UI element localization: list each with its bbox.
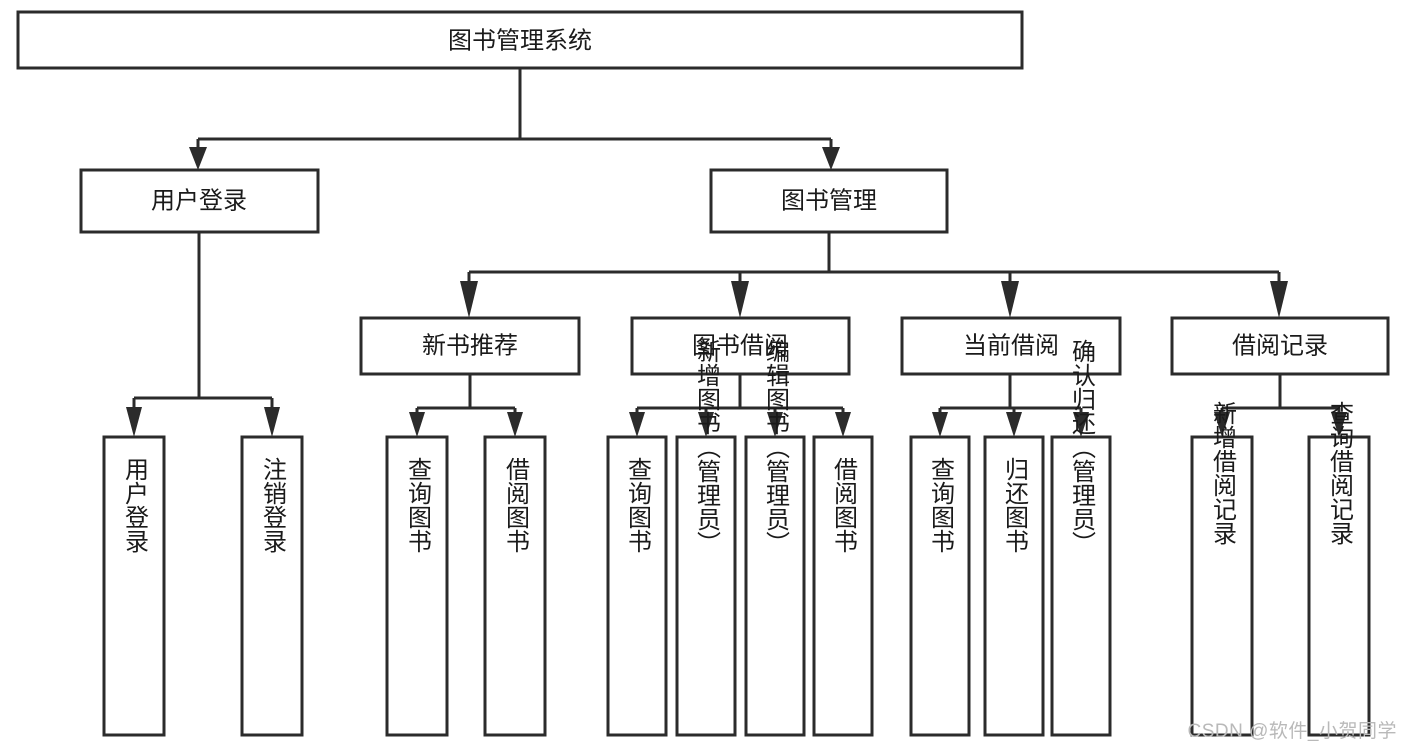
leaf-borrow-book-bb-box[interactable]	[812, 435, 874, 737]
leaf-query-book-bb[interactable]: 查询图书	[606, 435, 668, 737]
node-book-manage[interactable]: 图书管理	[709, 168, 949, 234]
leaf-logout-label: 注销登录	[259, 457, 287, 553]
leaf-query-book-cb-label: 查询图书	[927, 457, 955, 553]
node-borrow-record[interactable]: 借阅记录	[1170, 316, 1390, 376]
leaf-edit-book-box[interactable]	[744, 435, 806, 737]
leaf-query-book-cb[interactable]: 查询图书	[909, 435, 971, 737]
leaf-confirm-return[interactable]: 确认归还（管理员）	[1050, 339, 1112, 737]
leaf-borrow-book-rec-label: 借阅图书	[502, 457, 530, 553]
arrow-nbr-to-leaf2	[507, 412, 523, 437]
node-book-borrow[interactable]: 图书借阅	[630, 316, 851, 376]
leaf-user-login-label: 用户登录	[121, 457, 149, 553]
node-book-borrow-box[interactable]	[630, 316, 851, 376]
arrow-br-to-leaf1	[1214, 412, 1230, 437]
node-user-login-box[interactable]	[79, 168, 320, 234]
arrow-bb-to-leaf3	[767, 412, 783, 437]
leaf-query-book-bb-label: 查询图书	[624, 457, 652, 553]
node-current-borrow-label: 当前借阅	[963, 332, 1059, 359]
arrow-root-to-book-manage	[822, 147, 840, 170]
node-borrow-record-box[interactable]	[1170, 316, 1390, 376]
arrow-nbr-to-leaf1	[409, 412, 425, 437]
leaf-query-record-label: 查询借阅记录	[1326, 401, 1354, 545]
node-current-borrow[interactable]: 当前借阅	[900, 316, 1122, 376]
leaf-edit-book-label: 编辑图书（管理员）	[762, 339, 790, 555]
arrow-bb-to-leaf2	[698, 412, 714, 437]
leaf-query-book-bb-box[interactable]	[606, 435, 668, 737]
leaf-return-book-label: 归还图书	[1001, 457, 1029, 553]
arrow-bm-to-bookborrow	[731, 281, 749, 318]
leaf-add-book[interactable]: 新增图书（管理员）	[675, 339, 737, 737]
leaf-confirm-return-box[interactable]	[1050, 435, 1112, 737]
arrow-ul-to-leaf2	[264, 407, 280, 437]
node-book-manage-box[interactable]	[709, 168, 949, 234]
leaf-user-login-box[interactable]	[102, 435, 166, 737]
leaf-query-record-box[interactable]	[1307, 435, 1371, 737]
arrow-bm-to-borrowrecord	[1270, 281, 1288, 318]
arrow-bm-to-currentborrow	[1001, 281, 1019, 318]
leaf-borrow-book-rec[interactable]: 借阅图书	[483, 435, 547, 737]
arrow-bb-to-leaf4	[835, 412, 851, 437]
leaf-add-record-box[interactable]	[1190, 435, 1254, 737]
leaf-query-record[interactable]: 查询借阅记录	[1307, 401, 1371, 737]
leaf-logout-box[interactable]	[240, 435, 304, 737]
leaf-confirm-return-label: 确认归还（管理员）	[1068, 339, 1096, 555]
leaf-query-book-rec-box[interactable]	[385, 435, 449, 737]
leaf-query-book-rec[interactable]: 查询图书	[385, 435, 449, 737]
leaf-add-record-label: 新增借阅记录	[1209, 401, 1237, 545]
node-new-book-rec-label: 新书推荐	[422, 332, 518, 359]
leaf-add-book-label: 新增图书（管理员）	[693, 339, 721, 555]
node-user-login[interactable]: 用户登录	[79, 168, 320, 234]
connector-layer	[126, 68, 1347, 437]
leaf-borrow-book-bb-label: 借阅图书	[830, 457, 858, 553]
node-current-borrow-box[interactable]	[900, 316, 1122, 376]
node-root-box[interactable]	[16, 10, 1024, 70]
arrow-bb-to-leaf1	[629, 412, 645, 437]
node-new-book-rec-box[interactable]	[359, 316, 581, 376]
leaf-add-book-box[interactable]	[675, 435, 737, 737]
arrow-root-to-user-login	[189, 147, 207, 170]
arrow-cb-to-leaf1	[932, 412, 948, 437]
leaf-return-book[interactable]: 归还图书	[983, 435, 1045, 737]
leaf-query-book-rec-label: 查询图书	[404, 457, 432, 553]
arrow-bm-to-newbook	[460, 281, 478, 318]
leaf-borrow-book-bb[interactable]: 借阅图书	[812, 435, 874, 737]
leaf-borrow-book-rec-box[interactable]	[483, 435, 547, 737]
node-book-manage-label: 图书管理	[781, 187, 877, 214]
node-user-login-label: 用户登录	[151, 187, 247, 214]
arrow-br-to-leaf2	[1331, 412, 1347, 437]
arrow-ul-to-leaf1	[126, 407, 142, 437]
node-borrow-record-label: 借阅记录	[1232, 332, 1328, 359]
leaf-edit-book[interactable]: 编辑图书（管理员）	[744, 339, 806, 737]
node-root-label: 图书管理系统	[448, 27, 592, 54]
leaf-logout[interactable]: 注销登录	[240, 435, 304, 737]
arrow-cb-to-leaf3	[1073, 412, 1089, 437]
leaf-return-book-box[interactable]	[983, 435, 1045, 737]
node-root[interactable]: 图书管理系统	[16, 10, 1024, 70]
leaf-add-record[interactable]: 新增借阅记录	[1190, 401, 1254, 737]
arrow-cb-to-leaf2	[1006, 412, 1022, 437]
leaf-user-login[interactable]: 用户登录	[102, 435, 166, 737]
node-new-book-rec[interactable]: 新书推荐	[359, 316, 581, 376]
node-book-borrow-label: 图书借阅	[692, 332, 788, 359]
leaf-query-book-cb-box[interactable]	[909, 435, 971, 737]
